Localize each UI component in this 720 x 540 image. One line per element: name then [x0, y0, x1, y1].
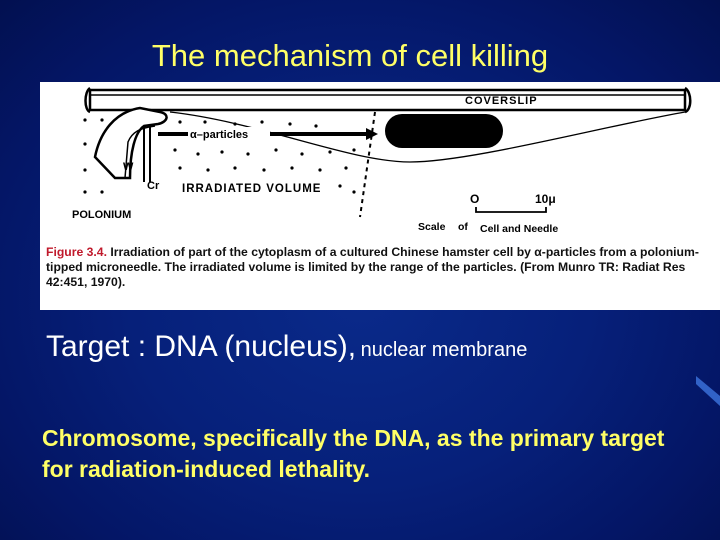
nucleus-shape	[385, 114, 503, 148]
corner-decoration	[696, 376, 720, 406]
slide-title: The mechanism of cell killing	[151, 38, 549, 73]
scale-bar	[475, 207, 547, 213]
target-main-text: Target : DNA (nucleus),	[46, 330, 357, 363]
particles-label: α–particles	[190, 129, 248, 141]
scale-label: Scale	[418, 221, 446, 233]
caption-text: Irradiation of part of the cytoplasm of …	[46, 245, 699, 290]
scale-ten-label: 10μ	[535, 192, 556, 206]
cell-irradiation-diagram: COVERSLIP W Cr POLONIUM α–particles IRRA…	[72, 86, 692, 235]
scale-of-label: of	[458, 221, 468, 233]
w-label: W	[123, 161, 134, 173]
figure-caption: Figure 3.4. Irradiation of part of the c…	[46, 245, 716, 291]
irradiated-volume-label: IRRADIATED VOLUME	[182, 183, 321, 195]
cr-label: Cr	[147, 180, 160, 192]
target-statement: Target : DNA (nucleus), nuclear membrane	[46, 330, 706, 364]
particle-dots	[83, 118, 356, 194]
conclusion-text: Chromosome, specifically the DNA, as the…	[42, 425, 665, 482]
caption-label: Figure 3.4.	[46, 245, 107, 259]
coverslip-shape	[88, 88, 687, 112]
scale-cell-needle-label: Cell and Needle	[480, 223, 558, 235]
coverslip-label: COVERSLIP	[465, 95, 538, 107]
polonium-label: POLONIUM	[72, 209, 131, 221]
figure-panel: COVERSLIP W Cr POLONIUM α–particles IRRA…	[40, 82, 720, 310]
irradiated-boundary	[359, 111, 376, 218]
needle-shape	[93, 106, 168, 180]
scale-zero-label: O	[470, 192, 479, 206]
target-secondary-text: nuclear membrane	[360, 339, 528, 361]
